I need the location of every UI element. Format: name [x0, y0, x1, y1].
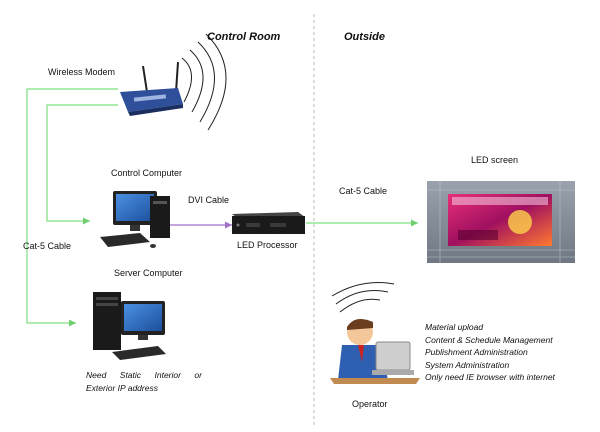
wireless-modem-icon — [120, 61, 183, 116]
server-note: Need Static Interior or Exterior IP addr… — [86, 369, 202, 395]
cat5-connections — [26, 88, 118, 327]
operator-task-list: Material upload Content & Schedule Manag… — [425, 321, 555, 384]
operator-task: Material upload — [425, 322, 484, 332]
led-processor-label: LED Processor — [237, 240, 298, 250]
cat5-cable-left-label: Cat-5 Cable — [23, 241, 72, 251]
server-note-word: Need — [86, 370, 107, 380]
server-note-word: or — [194, 370, 202, 380]
control-room-header: Control Room — [207, 31, 281, 43]
led-processor-icon — [232, 212, 305, 234]
operator-task: Only need IE browser with internet — [425, 372, 555, 382]
server-note-word: Static — [119, 370, 142, 380]
server-computer-icon — [93, 292, 166, 360]
server-note-line2: Exterior IP address — [86, 383, 158, 393]
operator-task: Content & Schedule Management — [425, 334, 553, 345]
server-computer-label: Server Computer — [114, 268, 183, 278]
led-screen-icon — [427, 181, 575, 263]
outside-header: Outside — [344, 31, 385, 43]
dvi-cable-label: DVI Cable — [188, 195, 230, 205]
cat5-cable-right-label: Cat-5 Cable — [339, 186, 388, 196]
operator-task: System Administration — [425, 359, 510, 370]
wireless-modem-label: Wireless Modem — [48, 67, 116, 77]
wireless-signal-icon — [181, 33, 227, 131]
operator-task: Publishment Administration — [425, 347, 528, 357]
led-screen-label: LED screen — [471, 155, 519, 165]
control-computer-label: Control Computer — [111, 168, 183, 178]
operator-label: Operator — [352, 399, 388, 409]
operator-icon — [330, 282, 420, 384]
server-note-word: Interior — [154, 370, 181, 380]
control-computer-icon — [100, 191, 170, 248]
